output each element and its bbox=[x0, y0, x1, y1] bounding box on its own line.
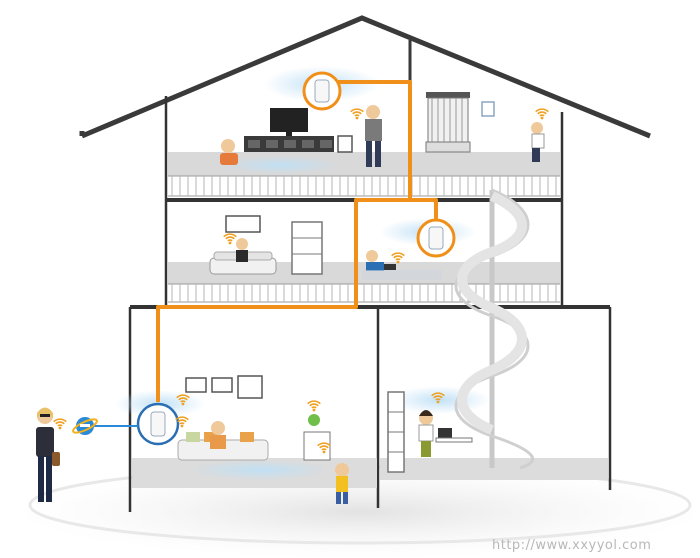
attic-window bbox=[481, 101, 495, 117]
person-attic-sitting bbox=[220, 139, 238, 165]
wifi-signal-icon bbox=[223, 233, 237, 245]
wifi-signal-icon bbox=[175, 416, 189, 428]
radiator bbox=[425, 92, 471, 153]
attic bbox=[164, 96, 564, 200]
television bbox=[270, 108, 308, 136]
wifi-signal-icon bbox=[307, 400, 321, 412]
cabinet-drawer bbox=[302, 140, 314, 148]
person-upper-floor-laptop bbox=[366, 250, 396, 271]
wifi-signal-icon bbox=[176, 394, 190, 406]
person-right-room-desk bbox=[418, 410, 434, 457]
person-attic-desk bbox=[531, 122, 545, 162]
person-attic-standing-tablet bbox=[365, 105, 382, 167]
wall-picture bbox=[225, 215, 261, 233]
roof bbox=[81, 15, 651, 139]
wifi-signal-icon bbox=[53, 418, 67, 430]
network-cable-branch bbox=[410, 198, 438, 220]
ground-shadow bbox=[15, 466, 700, 558]
cabinet-drawer bbox=[284, 140, 296, 148]
wifi-signal-icon bbox=[350, 108, 364, 120]
attic-room-signal-glow bbox=[220, 156, 340, 174]
rug bbox=[362, 270, 442, 280]
wifi-signal-icon bbox=[391, 252, 405, 264]
cabinet-drawer bbox=[320, 140, 332, 148]
upper-wifi-extender bbox=[416, 218, 456, 258]
internet-explorer-icon bbox=[72, 417, 98, 435]
attic-stool bbox=[337, 135, 353, 153]
person-upper-sofa-laptop bbox=[236, 238, 248, 262]
laptop bbox=[435, 428, 473, 443]
watermark: http://www.xxyyol.com bbox=[492, 538, 652, 553]
bookshelf bbox=[291, 221, 323, 275]
wifi-signal-icon bbox=[431, 392, 445, 404]
person-ground-floor-child bbox=[335, 463, 349, 504]
attic-wifi-extender bbox=[302, 71, 342, 111]
wall-photos bbox=[185, 375, 263, 399]
living-room-signal-glow bbox=[190, 460, 330, 480]
wifi-signal-icon bbox=[535, 108, 549, 120]
cabinet-drawer bbox=[266, 140, 278, 148]
main-router bbox=[136, 402, 180, 446]
upper-floor bbox=[164, 200, 564, 307]
person-outside-with-phone bbox=[36, 407, 60, 502]
network-cable bbox=[156, 80, 412, 402]
plant-shelf bbox=[303, 414, 331, 461]
person-living-room-tablet bbox=[210, 421, 226, 449]
ground-floor-right-ground bbox=[380, 458, 608, 480]
bookshelf-right bbox=[387, 391, 405, 473]
cabinet-drawer bbox=[248, 140, 260, 148]
wifi-signal-icon bbox=[317, 442, 331, 454]
spiral-staircase bbox=[454, 188, 535, 470]
